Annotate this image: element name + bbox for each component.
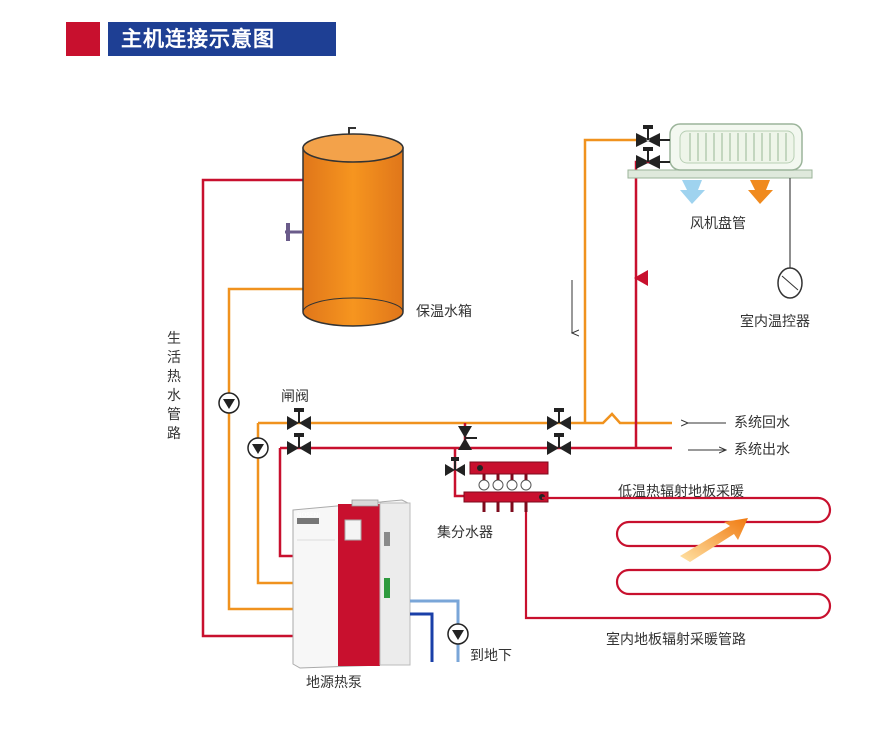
gate-valve-return: [287, 408, 311, 430]
fan-coil-unit: [627, 123, 813, 204]
ground-loop-pipes: [410, 599, 469, 662]
valve-manifold-vertical: [458, 426, 477, 450]
ground-source-heat-pump: [292, 499, 411, 669]
warm-air-arrow: [748, 180, 773, 204]
insulated-water-tank: [285, 127, 404, 327]
thermostat: [777, 178, 803, 299]
system-return-pipe: [256, 138, 672, 585]
valve-supply-right: [547, 433, 571, 455]
radiant-floor-label: 低温热辐射地板采暖: [618, 484, 744, 500]
page-title: 主机连接示意图: [121, 27, 275, 51]
valve-return-right: [547, 408, 571, 430]
return-water-label: 系统回水: [734, 415, 790, 431]
domestic-hot-water-label: 生 活 热 水 管 路: [167, 331, 181, 442]
radiant-floor-pipe: [524, 496, 832, 620]
heat-rise-arrow: [680, 518, 748, 562]
supply-water-label: 系统出水: [734, 442, 790, 458]
manifold: [463, 461, 549, 512]
header-blue-bar: [108, 22, 336, 56]
gate-valve-label: 闸阀: [281, 389, 309, 405]
valve-manifold-inlet: [445, 457, 465, 476]
fan-coil-valves: [636, 125, 670, 169]
thermostat-label: 室内温控器: [740, 314, 810, 330]
heat-pump-label: 地源热泵: [306, 675, 362, 691]
pump-hot-water: [218, 392, 240, 414]
fan-coil-label: 风机盘管: [690, 216, 746, 232]
gate-valve-supply: [287, 433, 311, 455]
unit-brand-label: NOSENI: [297, 512, 321, 519]
domestic-hot-water-pipe: [201, 178, 303, 638]
tank-heatpump-pipe: [227, 287, 303, 611]
pump-return: [247, 437, 269, 459]
manifold-label: 集分水器: [437, 525, 493, 541]
header-red-block: [66, 22, 100, 56]
floor-pipe-label: 室内地板辐射采暖管路: [606, 632, 746, 648]
cool-air-arrow: [680, 180, 705, 204]
tank-label: 保温水箱: [416, 304, 472, 320]
to-ground-label: 到地下: [470, 648, 512, 664]
